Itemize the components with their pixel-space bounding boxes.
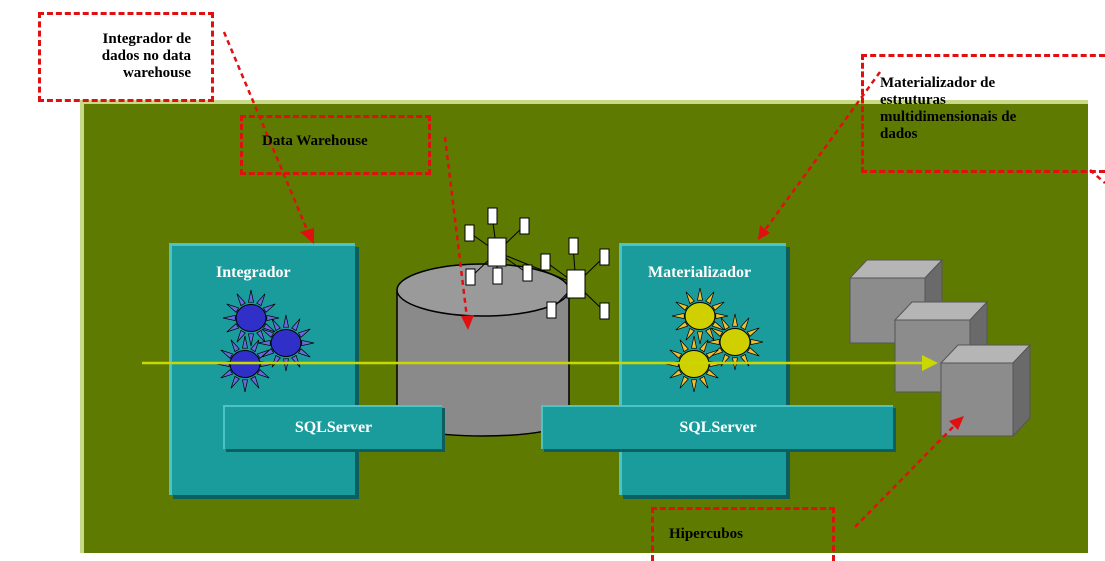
- materializador-callout-line-1: Materializador de: [880, 75, 996, 91]
- integrador-callout-line-2: dados no data: [101, 48, 191, 64]
- integrador-callout-line-1: Integrador de: [102, 31, 191, 47]
- data-warehouse-callout-box: [240, 115, 431, 175]
- materializador-panel: Materializador: [619, 243, 786, 495]
- sqlserver-right-bar: SQLServer: [541, 405, 893, 449]
- materializador-callout-line-2: estruturas: [880, 92, 946, 108]
- data-warehouse-callout-text: Data Warehouse: [262, 133, 368, 149]
- hipercubos-callout-box: [651, 507, 835, 561]
- integrador-callout-text: Integrador de dados no data warehouse: [46, 31, 191, 82]
- materializador-callout-box: [861, 54, 1105, 173]
- integrador-panel: Integrador: [169, 243, 355, 495]
- star-schema-icon: [464, 207, 610, 320]
- integrador-panel-title: Integrador: [216, 264, 291, 281]
- integrador-callout-box: [38, 12, 214, 102]
- sqlserver-left-bar: SQLServer: [223, 405, 442, 449]
- materializador-panel-title: Materializador: [648, 264, 752, 281]
- materializador-callout-line-4: dados: [880, 126, 918, 142]
- materializador-callout-text: Materializador de estruturas multidimens…: [880, 75, 1016, 143]
- integrador-callout-line-3: warehouse: [122, 65, 191, 81]
- hypercube-3: [939, 343, 1032, 438]
- materializador-callout-line-3: multidimensionais de: [880, 109, 1017, 125]
- hipercubos-callout-text: Hipercubos: [669, 526, 743, 542]
